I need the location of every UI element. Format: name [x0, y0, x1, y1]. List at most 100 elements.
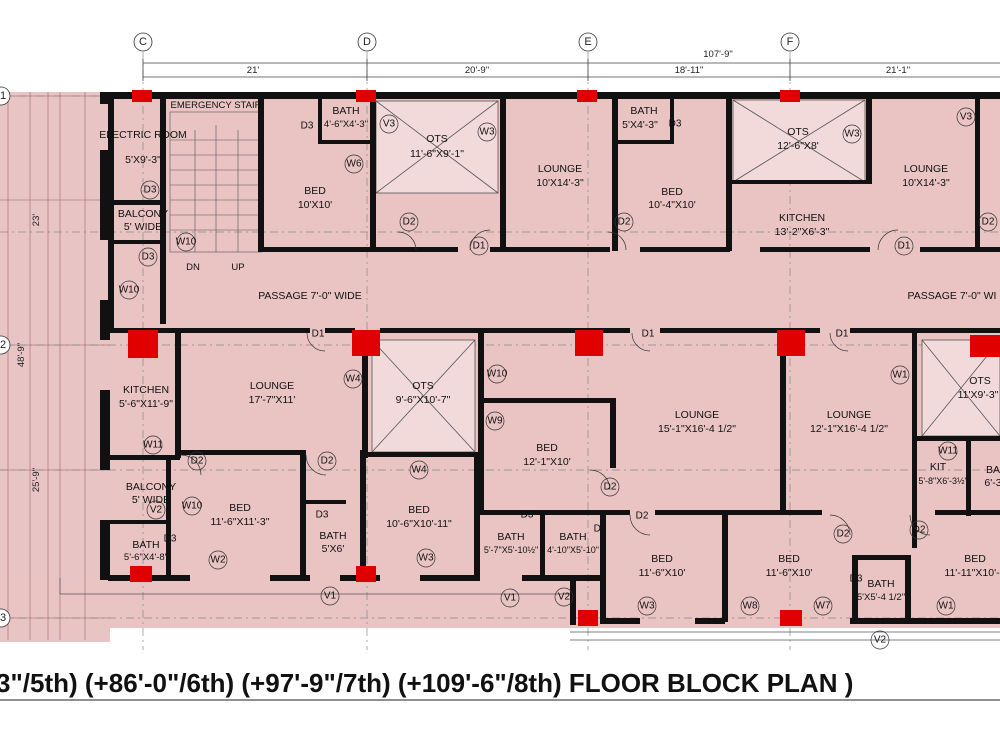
- tag-d3: D3: [301, 121, 314, 132]
- tag-d2-circle: D2: [399, 212, 419, 232]
- svg-text:V2: V2: [874, 635, 887, 646]
- svg-text:2: 2: [0, 339, 6, 351]
- room-lounge-2-size: 10'X14'-3": [902, 177, 950, 189]
- floor-area-left: [0, 92, 110, 642]
- room-bed-1-name: BED: [304, 185, 326, 197]
- room-bed-8-size: 11'-11"X10'-: [944, 567, 1000, 579]
- room-bed-7-name: BED: [778, 553, 800, 565]
- ots-shafts: [371, 99, 1000, 453]
- room-balcony-1-size: 5' WIDE: [124, 221, 162, 233]
- svg-text:W11: W11: [938, 446, 958, 457]
- svg-text:V2: V2: [150, 505, 163, 516]
- svg-text:W10: W10: [119, 285, 140, 296]
- room-bath-2-size: 5'X4'-3": [622, 119, 658, 131]
- tag-v3-circle: V2: [146, 500, 166, 520]
- grid-bubble-3: 3: [0, 608, 11, 628]
- room-bed-8-name: BED: [964, 553, 986, 565]
- svg-text:D2: D2: [191, 456, 204, 467]
- grid-bubble-d: D: [357, 32, 377, 52]
- tag-w10-circle: W10: [176, 232, 197, 252]
- room-ots-1-size: 11'-6"X9'-1": [410, 148, 464, 160]
- svg-text:D2: D2: [321, 456, 334, 467]
- tag-d3: D3: [669, 119, 682, 130]
- svg-text:W11: W11: [143, 440, 163, 451]
- room-ots-1-name: OTS: [426, 133, 448, 145]
- tag-d1: D1: [642, 329, 655, 340]
- room-labels: EMERGENCY STAIR ELECTRIC ROOM 5'X9'-3" B…: [99, 100, 1000, 603]
- room-bed-6-name: BED: [651, 553, 673, 565]
- room-bath-4-name: BATH: [319, 530, 346, 542]
- svg-text:V1: V1: [504, 593, 517, 604]
- grid-bubble-f: F: [780, 32, 800, 52]
- room-bath-1-size: 4'-6"X4'-3": [324, 119, 368, 130]
- svg-text:W1: W1: [893, 370, 908, 381]
- walls: [100, 92, 1000, 625]
- svg-text:W1: W1: [939, 601, 954, 612]
- room-bath-3-size: 5'-6"X4'-8": [124, 552, 168, 563]
- room-electric-name: ELECTRIC ROOM: [99, 129, 187, 141]
- room-lounge-3-name: LOUNGE: [250, 380, 294, 392]
- svg-text:D3: D3: [144, 185, 157, 196]
- svg-text:W8: W8: [743, 601, 758, 612]
- room-ots-4-size: 11'X9'-3": [958, 389, 999, 401]
- dim-25-9: 25'-9": [31, 468, 42, 492]
- room-kitchen-1-size: 13'-2"X6'-3": [775, 226, 830, 238]
- room-lounge-1-size: 10'X14'-3": [536, 177, 584, 189]
- room-bath-4-size: 5'X6': [322, 543, 345, 555]
- svg-text:D2: D2: [618, 217, 631, 228]
- tag-w10-circle: W10: [487, 364, 508, 384]
- room-ots-4-name: OTS: [969, 375, 991, 387]
- svg-text:C: C: [139, 36, 147, 48]
- room-emergency-stair: EMERGENCY STAIR: [171, 100, 262, 111]
- tag-w3-circle: W3: [416, 548, 436, 568]
- tag-v3-circle: V2: [554, 587, 574, 607]
- room-bed-3-name: BED: [229, 502, 251, 514]
- tag-d3: D3: [316, 510, 329, 521]
- room-bath-8-size: 6'-3: [984, 477, 1000, 489]
- tag-v2-circle: V3: [379, 114, 399, 134]
- svg-text:W3: W3: [480, 127, 495, 138]
- tag-d2-circle: D2: [187, 451, 207, 471]
- room-bed-7-size: 11'-6"X10': [766, 567, 813, 579]
- room-bed-5-name: BED: [536, 442, 558, 454]
- svg-text:W10: W10: [487, 369, 508, 380]
- top-dimension-lines: [142, 59, 1000, 81]
- svg-text:D3: D3: [142, 252, 155, 263]
- stair-up-label: UP: [231, 262, 244, 273]
- svg-text:W10: W10: [182, 501, 203, 512]
- room-bath-7-size: 5'X5'-4 1/2": [857, 592, 905, 603]
- tag-d1-circle: D1: [469, 236, 489, 256]
- room-ots-3-name: OTS: [412, 380, 434, 392]
- room-bath-6-name: BATH: [559, 531, 586, 543]
- tag-d2-circle: D2: [909, 520, 929, 540]
- room-bath-5-name: BATH: [497, 531, 524, 543]
- tag-d3-circle: D3: [140, 180, 160, 200]
- tag-w9-circle: W9: [485, 411, 505, 431]
- room-kitchen-2-size: 5'-6"X11'-9": [119, 398, 173, 410]
- stair-dn-label: DN: [186, 262, 200, 273]
- svg-text:W6: W6: [347, 159, 362, 170]
- tag-d2-circle: D2: [614, 212, 634, 232]
- room-bed-4-size: 10'-6"X10'-11": [386, 518, 452, 530]
- room-bath-6-size: 4'-10"X5'-10": [547, 545, 599, 555]
- room-bed-2-size: 10'-4"X10': [648, 199, 695, 211]
- room-balcony-1-name: BALCONY: [118, 208, 168, 220]
- tag-d3-circle: D3: [138, 247, 158, 267]
- tag-d3: D3: [164, 534, 177, 545]
- tag-w8-circle: W8: [740, 596, 760, 616]
- svg-text:1: 1: [0, 90, 6, 102]
- room-ots-3-size: 9'-6"X10'-7": [396, 394, 451, 406]
- room-bed-4-name: BED: [408, 504, 430, 516]
- tag-w10-circle: W10: [119, 280, 140, 300]
- svg-text:W3: W3: [845, 129, 860, 140]
- dim-21: 21': [247, 65, 260, 76]
- tag-w11-circle: W11: [938, 441, 958, 461]
- plan-title: 3"/5th) (+86'-0"/6th) (+97'-9"/7th) (+10…: [0, 668, 854, 698]
- tag-d2-circle: D2: [978, 212, 998, 232]
- tag-w2-circle: W2: [208, 550, 228, 570]
- svg-text:D2: D2: [403, 217, 416, 228]
- room-bath-7-name: BATH: [867, 578, 894, 590]
- room-lounge-1-name: LOUNGE: [538, 163, 582, 175]
- room-lounge-3-size: 17'-7"X11': [249, 394, 296, 406]
